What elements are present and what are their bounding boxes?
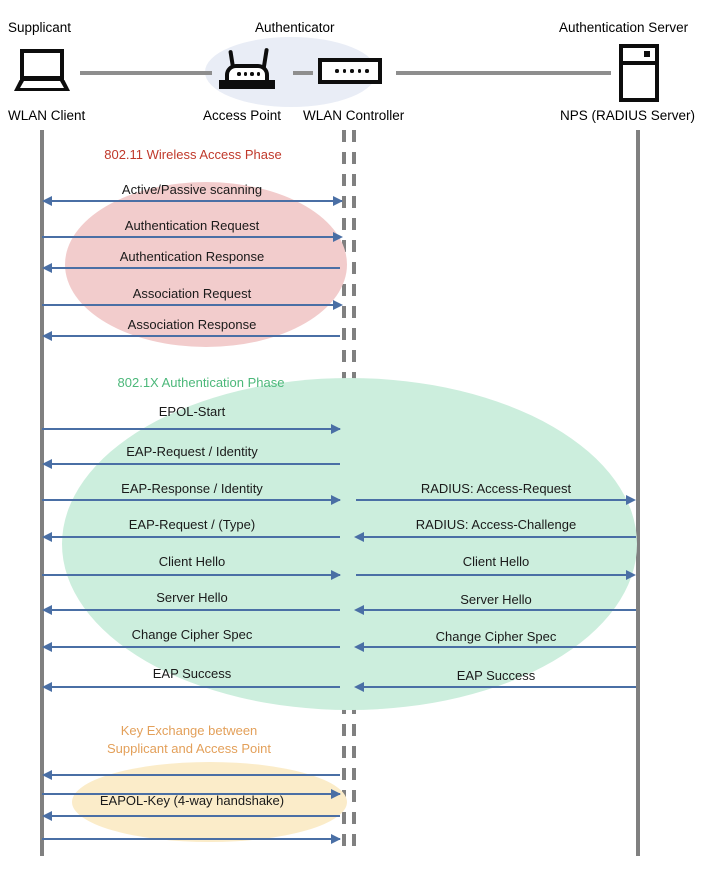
link-client-to-ap <box>80 71 212 75</box>
arrowhead-right-association-request <box>333 300 343 310</box>
laptop-icon <box>14 49 70 93</box>
message-arrow-key-exchange-2 <box>42 793 340 795</box>
message-label-server-hello-right: Server Hello <box>460 592 532 607</box>
message-arrow-authentication-response <box>44 267 340 269</box>
message-arrow-key-exchange-4 <box>42 838 340 840</box>
server-icon <box>619 44 659 102</box>
actor-device-access-point: Access Point <box>203 108 282 123</box>
message-label-eap-success-left: EAP Success <box>152 666 232 681</box>
arrowhead-left-radius-access-challenge <box>354 532 364 542</box>
actor-role-authenticator: Authenticator <box>255 20 335 35</box>
message-label-association-response: Association Response <box>127 317 257 332</box>
message-arrow-authentication-request <box>42 236 340 238</box>
message-arrow-eap-success-right <box>358 686 636 688</box>
arrowhead-left-eap-success-right <box>354 682 364 692</box>
phase-ellipse-wireless-access <box>65 182 347 347</box>
message-label-active-passive-scanning: Active/Passive scanning <box>121 182 263 197</box>
arrowhead-left-association-response <box>42 331 52 341</box>
arrowhead-left-key-exchange-1 <box>42 770 52 780</box>
message-arrow-key-exchange-3 <box>44 815 340 817</box>
message-arrow-eap-request-identity <box>44 463 340 465</box>
arrowhead-left-authentication-response <box>42 263 52 273</box>
arrowhead-left-eap-success-left <box>42 682 52 692</box>
wlan-controller-icon <box>318 58 382 84</box>
arrowhead-right-key-exchange-2 <box>331 789 341 799</box>
phase-title-key-exchange-line1: Key Exchange between <box>120 723 258 738</box>
message-label-radius-access-challenge: RADIUS: Access-Challenge <box>415 517 577 532</box>
message-arrow-change-cipher-spec-left <box>44 646 340 648</box>
actor-device-nps-radius-server: NPS (RADIUS Server) <box>560 108 696 123</box>
arrowhead-left-server-hello-right <box>354 605 364 615</box>
actor-device-wlan-client: WLAN Client <box>8 108 86 123</box>
message-label-client-hello-right: Client Hello <box>462 554 530 569</box>
message-label-change-cipher-spec-right: Change Cipher Spec <box>435 629 557 644</box>
message-label-association-request: Association Request <box>132 286 252 301</box>
arrowhead-left-key-exchange-3 <box>42 811 52 821</box>
message-arrow-client-hello-right <box>356 574 628 576</box>
message-label-client-hello-left: Client Hello <box>158 554 226 569</box>
phase-title-key-exchange-line2: Supplicant and Access Point <box>106 741 272 756</box>
arrowhead-left-change-cipher-spec-left <box>42 642 52 652</box>
access-point-icon <box>217 46 279 92</box>
message-label-change-cipher-spec-left: Change Cipher Spec <box>131 627 253 642</box>
message-arrow-key-exchange-1 <box>44 774 340 776</box>
phase-ellipse-dot1x-auth <box>62 378 637 710</box>
message-label-radius-access-request: RADIUS: Access-Request <box>420 481 572 496</box>
link-controller-to-server <box>396 71 611 75</box>
message-arrow-eap-success-left <box>44 686 340 688</box>
arrowhead-right-key-exchange-4 <box>331 834 341 844</box>
message-label-authentication-response: Authentication Response <box>119 249 265 264</box>
arrowhead-left-active-passive-scanning <box>42 196 52 206</box>
message-arrow-association-request <box>42 304 340 306</box>
arrowhead-left-eap-request-identity <box>42 459 52 469</box>
phase-title-wireless-access: 802.11 Wireless Access Phase <box>104 147 282 162</box>
arrowhead-right-eapol-start <box>331 424 341 434</box>
message-arrow-eap-response-identity <box>42 499 340 501</box>
arrowhead-right-authentication-request <box>333 232 343 242</box>
phase-title-dot1x-auth: 802.1X Authentication Phase <box>117 375 285 390</box>
arrowhead-right-active-passive-scanning <box>333 196 343 206</box>
message-arrow-eapol-start <box>42 428 340 430</box>
message-label-eap-response-identity: EAP-Response / Identity <box>121 481 263 496</box>
message-label-eapol-key-handshake: EAPOL-Key (4-way handshake) <box>99 793 285 808</box>
message-arrow-change-cipher-spec-right <box>358 646 636 648</box>
arrowhead-right-eap-response-identity <box>331 495 341 505</box>
arrowhead-left-server-hello-left <box>42 605 52 615</box>
arrowhead-left-change-cipher-spec-right <box>354 642 364 652</box>
message-arrow-association-response <box>44 335 340 337</box>
message-arrow-radius-access-request <box>356 499 628 501</box>
message-arrow-active-passive-scanning <box>44 200 342 202</box>
message-arrow-server-hello-right <box>358 609 636 611</box>
message-label-eap-request-identity: EAP-Request / Identity <box>126 444 258 459</box>
link-ap-to-controller <box>293 71 313 75</box>
lifeline-supplicant <box>40 130 44 856</box>
actor-role-supplicant: Supplicant <box>8 20 72 35</box>
message-arrow-server-hello-left <box>44 609 340 611</box>
lifeline-authentication-server <box>636 130 640 856</box>
message-arrow-radius-access-challenge <box>358 536 636 538</box>
arrowhead-right-radius-access-request <box>626 495 636 505</box>
message-arrow-client-hello-left <box>42 574 340 576</box>
arrowhead-right-client-hello-right <box>626 570 636 580</box>
message-label-eap-request-type: EAP-Request / (Type) <box>128 517 256 532</box>
actor-device-wlan-controller: WLAN Controller <box>303 108 405 123</box>
arrowhead-left-eap-request-type <box>42 532 52 542</box>
message-label-eap-success-right: EAP Success <box>456 668 536 683</box>
message-label-authentication-request: Authentication Request <box>124 218 260 233</box>
message-label-eapol-start: EPOL-Start <box>158 404 226 419</box>
arrowhead-right-client-hello-left <box>331 570 341 580</box>
message-label-server-hello-left: Server Hello <box>156 590 228 605</box>
message-arrow-eap-request-type <box>44 536 340 538</box>
actor-role-authentication-server: Authentication Server <box>559 20 689 35</box>
